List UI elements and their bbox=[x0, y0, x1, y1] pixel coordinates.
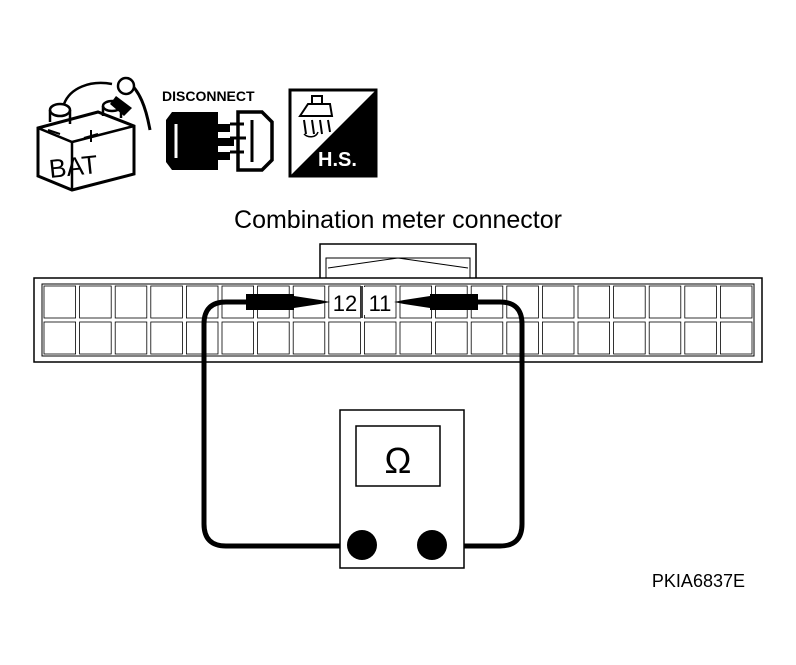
left-probe bbox=[246, 294, 294, 310]
battery-label: BAT bbox=[47, 149, 99, 184]
meter-terminal-left bbox=[347, 530, 377, 560]
ohm-symbol: Ω bbox=[385, 440, 412, 481]
connector-cavity bbox=[114, 321, 148, 355]
connector-cavity bbox=[79, 321, 112, 355]
connector-cavity bbox=[577, 285, 611, 319]
meter-terminal-right bbox=[417, 530, 447, 560]
connector-cavity bbox=[542, 285, 575, 319]
connector-cavity bbox=[648, 321, 682, 355]
connector-cavity bbox=[221, 321, 255, 355]
connector-cavity bbox=[150, 321, 183, 355]
connector-cavity bbox=[257, 321, 290, 355]
connector-cavity bbox=[684, 321, 717, 355]
connector-title: Combination meter connector bbox=[234, 206, 562, 234]
connector-cavity bbox=[577, 321, 611, 355]
figure-code: PKIA6837E bbox=[652, 571, 745, 591]
connector-cavity bbox=[613, 321, 646, 355]
connector-cavity bbox=[363, 321, 397, 355]
connector-cavity bbox=[43, 321, 77, 355]
connector-cavity bbox=[292, 321, 326, 355]
combination-meter-connector bbox=[33, 243, 763, 363]
harness-sensor-label: H.S. bbox=[318, 149, 357, 171]
right-probe bbox=[430, 294, 478, 310]
connector-cavity bbox=[79, 285, 112, 319]
connector-cavity bbox=[684, 285, 717, 319]
connector-cavity bbox=[399, 321, 433, 355]
connector-cavity bbox=[648, 285, 682, 319]
test-leads bbox=[201, 294, 525, 549]
connector-cavity bbox=[613, 285, 646, 319]
ohmmeter: Ω bbox=[339, 409, 465, 569]
connector-cavity bbox=[720, 285, 753, 319]
connector-cavity bbox=[328, 321, 361, 355]
connector-cavity bbox=[435, 321, 468, 355]
connector-cavity bbox=[43, 285, 77, 319]
terminal-11-label: 11 bbox=[369, 291, 392, 316]
disconnect-label: DISCONNECT bbox=[162, 88, 255, 104]
terminal-12-label: 12 bbox=[333, 291, 357, 316]
disconnect-icon: DISCONNECT bbox=[162, 88, 274, 172]
connector-cavity bbox=[542, 321, 575, 355]
cavity-grid-frame bbox=[41, 283, 755, 357]
connector-cavity bbox=[150, 285, 183, 319]
connector-cavity-grid bbox=[41, 283, 755, 357]
battery-icon: BAT bbox=[36, 76, 152, 192]
connector-cavity bbox=[470, 321, 504, 355]
connector-cavity bbox=[114, 285, 148, 319]
harness-sensor-icon: H.S. bbox=[288, 88, 378, 178]
connector-cavity bbox=[720, 321, 753, 355]
meter-display bbox=[355, 425, 441, 487]
